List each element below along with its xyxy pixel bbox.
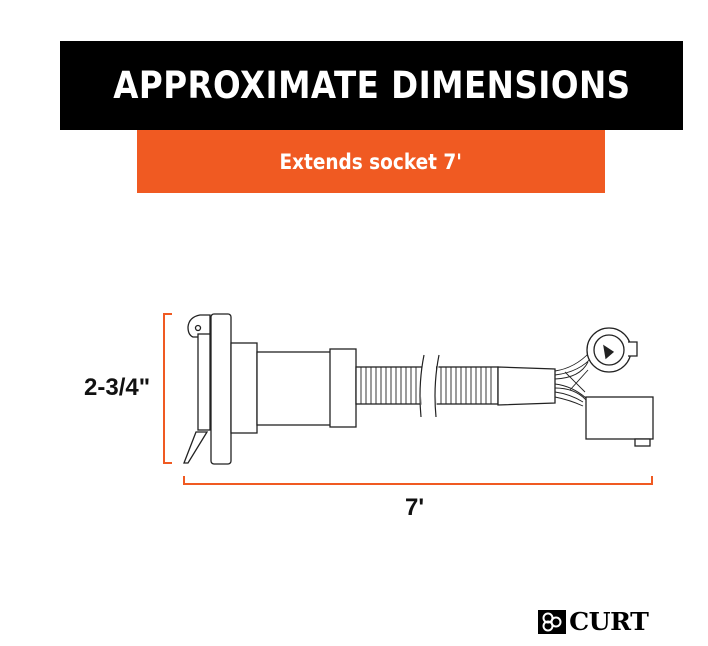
- page-title: APPROXIMATE DIMENSIONS: [112, 64, 631, 107]
- height-dimension-label: 2-3/4": [84, 374, 151, 401]
- length-break-marks: [419, 354, 440, 418]
- corrugation-lines: [360, 367, 492, 404]
- length-dimension-bracket: [183, 476, 653, 485]
- socket-connector-drawing: [183, 313, 556, 465]
- title-banner: APPROXIMATE DIMENSIONS: [60, 41, 683, 130]
- plug-connectors: [585, 327, 654, 447]
- curt-emblem-icon: [538, 609, 566, 634]
- brand-logo: CURT: [538, 607, 649, 636]
- brand-name: CURT: [569, 607, 649, 636]
- height-dimension-bracket: [163, 313, 172, 464]
- length-dimension-label: 7': [405, 494, 425, 521]
- subtitle-banner: Extends socket 7': [137, 130, 605, 193]
- subtitle: Extends socket 7': [279, 149, 463, 174]
